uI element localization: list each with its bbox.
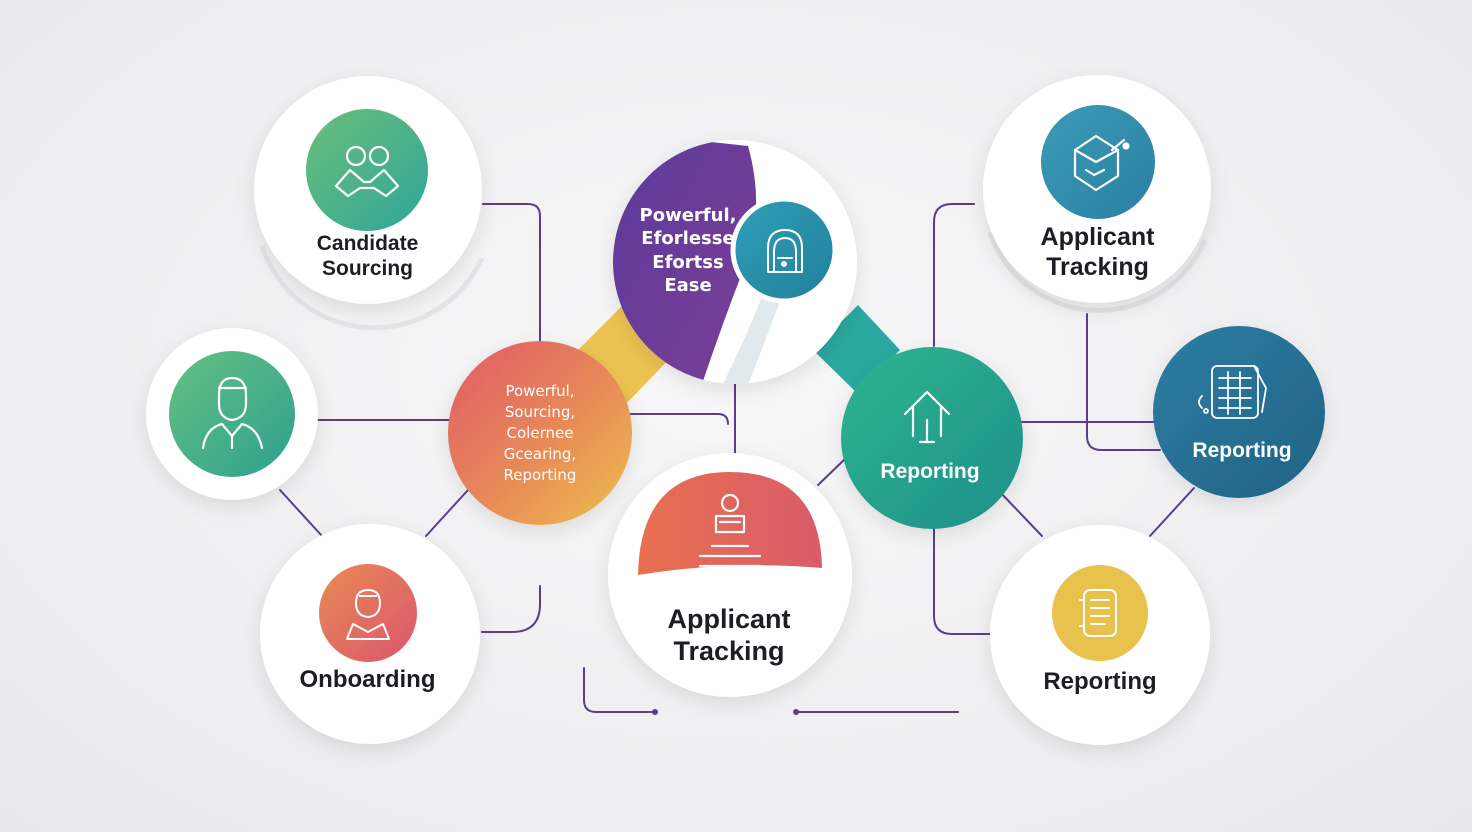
hub-top-label: Powerful, Eforlesse Efortss Ease (639, 205, 737, 297)
candidate-sourcing-label: Candidate Sourcing (316, 232, 419, 280)
node-reporting-yellow[interactable] (990, 525, 1210, 745)
person-desk-icon (698, 493, 762, 568)
connector-sourcing-hub (482, 203, 541, 346)
people-group-icon (334, 145, 400, 198)
connector-hub-onboarding (425, 489, 469, 537)
node-candidate-sourcing[interactable] (254, 76, 485, 331)
document-icon (1079, 589, 1117, 637)
node-hub-center[interactable] (448, 341, 632, 525)
connector-onboarding-bottom (481, 585, 541, 633)
node-arc-accent (259, 245, 485, 331)
hub-center-label: Powerful, Sourcing, Colernee Gcearing, R… (503, 382, 577, 484)
connector-bottom-left (583, 667, 656, 713)
applicant-tracking-center-label: Applicant Tracking (667, 604, 791, 666)
node-arc-accent (987, 231, 1208, 313)
applicant-tracking-top-label: Applicant Tracking (1040, 223, 1155, 281)
connector-dot (652, 709, 658, 715)
node-applicant-tracking-center[interactable] (608, 453, 852, 697)
connector-lines (279, 203, 1195, 715)
reporting-yellow-label: Reporting (1043, 668, 1157, 695)
lock-badge (730, 196, 838, 304)
person-icon (201, 376, 264, 450)
node-person[interactable] (146, 328, 318, 500)
connector-green-yellow (997, 489, 1043, 537)
connector-center-green (817, 457, 847, 486)
lock-icon (767, 229, 803, 273)
dashboard-icon (1198, 365, 1267, 419)
connector-hub-center (627, 413, 729, 425)
node-applicant-tracking-top[interactable] (983, 75, 1211, 313)
node-hub-top[interactable] (600, 130, 857, 400)
connector-person-onboarding (279, 489, 323, 537)
connector-green-down (933, 527, 991, 635)
connector-apptop-blue (1086, 313, 1161, 451)
connector-dot (793, 709, 799, 715)
node-onboarding[interactable] (260, 524, 480, 744)
mentor-icon (346, 589, 390, 640)
node-reporting-green[interactable] (841, 347, 1023, 529)
reporting-blue-label: Reporting (1192, 439, 1292, 462)
package-box-icon (1073, 134, 1130, 192)
upload-arrow-icon (903, 390, 951, 444)
onboarding-label: Onboarding (299, 666, 436, 693)
connector-blue-yellow (1149, 487, 1195, 537)
connector-apptop-green (933, 203, 975, 347)
node-reporting-blue[interactable] (1153, 326, 1325, 498)
reporting-green-label: Reporting (880, 460, 980, 483)
